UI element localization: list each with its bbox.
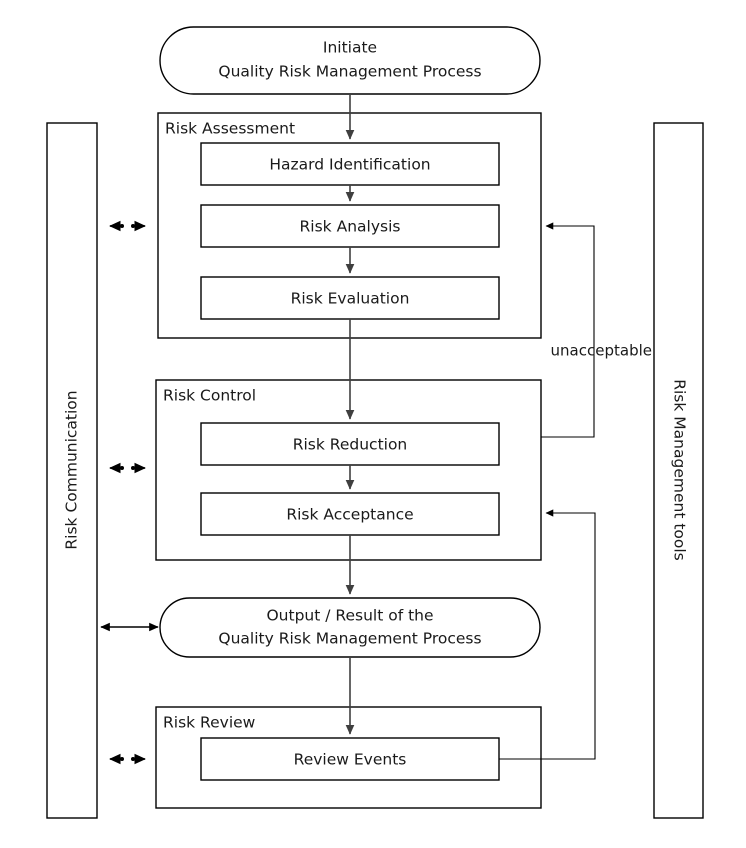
connector-communication-to-assessment xyxy=(109,220,146,232)
risk-reduction-node xyxy=(200,422,500,466)
connector-communication-to-control xyxy=(109,462,146,474)
risk-analysis-node xyxy=(200,204,500,248)
risk-management-tools-label: Risk Management tools xyxy=(671,379,689,561)
risk-communication-label: Risk Communication xyxy=(63,390,81,549)
risk-reduction-label: Risk Reduction xyxy=(293,436,408,454)
unacceptable-label: unacceptable xyxy=(551,342,652,360)
risk-acceptance-node xyxy=(200,492,500,536)
risk-control-label: Risk Control xyxy=(163,387,256,405)
initiate-label-line1: Initiate xyxy=(323,39,377,57)
connector-communication-to-review xyxy=(109,753,146,765)
connector-unacceptable-feedback xyxy=(541,222,595,438)
risk-assessment-label: Risk Assessment xyxy=(165,120,295,138)
risk-control-group xyxy=(155,379,542,561)
risk-acceptance-label: Risk Acceptance xyxy=(286,506,413,524)
review-events-label: Review Events xyxy=(294,751,407,769)
risk-review-group xyxy=(155,706,542,809)
hazard-identification-node xyxy=(200,142,500,186)
initiate-label-line2: Quality Risk Management Process xyxy=(218,63,481,81)
hazard-identification-label: Hazard Identification xyxy=(269,156,430,174)
risk-review-label: Risk Review xyxy=(163,714,256,732)
risk-analysis-label: Risk Analysis xyxy=(300,218,401,236)
initiate-node xyxy=(159,26,541,95)
connector-review-to-acceptance-feedback xyxy=(499,509,596,760)
risk-evaluation-label: Risk Evaluation xyxy=(291,290,410,308)
risk-management-tools-bar xyxy=(653,122,704,819)
output-result-label-line1: Output / Result of the xyxy=(266,607,433,625)
output-result-label-line2: Quality Risk Management Process xyxy=(218,630,481,648)
risk-communication-bar xyxy=(46,122,98,819)
